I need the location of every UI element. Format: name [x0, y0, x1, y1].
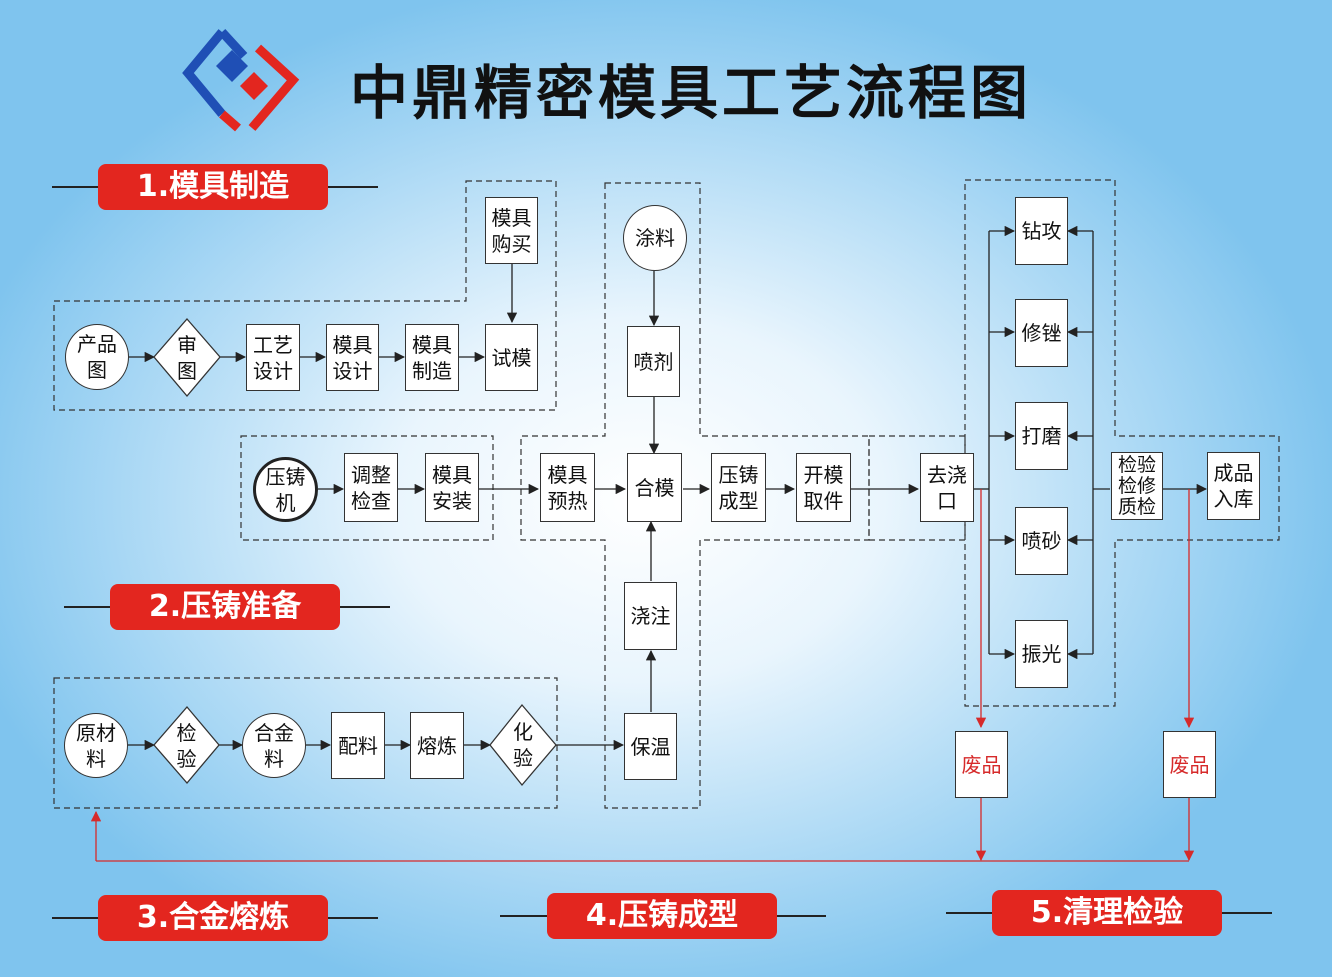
group-outlines — [53, 179, 1280, 809]
node-adjust-check: 调整 检查 — [344, 453, 398, 522]
node-trim-file: 修锉 — [1015, 299, 1068, 367]
bus-lines — [974, 231, 1110, 654]
node-mold-purchase: 模具 购买 — [485, 197, 538, 264]
section-label-cleaning-inspection: 5.清理检验 — [992, 890, 1222, 936]
node-alloy-material: 合金 料 — [242, 713, 306, 778]
node-grind: 打磨 — [1015, 402, 1068, 470]
node-process-design: 工艺 设计 — [246, 324, 300, 391]
node-inspection: 检 验 — [176, 720, 197, 771]
node-drawing-review: 审 图 — [177, 332, 197, 383]
scrap-lines — [90, 489, 1195, 862]
node-coating: 涂料 — [623, 205, 687, 271]
node-chemical-test: 化 验 — [513, 720, 533, 770]
node-mold-making: 模具 制造 — [405, 324, 459, 391]
node-scrap-2: 废品 — [1163, 731, 1216, 798]
node-mold-close: 合模 — [627, 453, 682, 522]
section-label-mold-making: 1.模具制造 — [98, 164, 328, 210]
node-die-casting-machine: 压铸 机 — [253, 457, 318, 522]
section-label-alloy-smelting: 3.合金熔炼 — [98, 895, 328, 941]
node-mold-install: 模具 安装 — [425, 453, 479, 522]
company-logo — [182, 28, 300, 132]
node-product-drawing: 产品 图 — [65, 324, 129, 390]
node-batching: 配料 — [331, 712, 385, 779]
node-spray-agent: 喷剂 — [627, 326, 680, 397]
node-drill-tap: 钻攻 — [1015, 197, 1068, 265]
node-scrap-1: 废品 — [955, 731, 1008, 798]
node-smelting: 熔炼 — [410, 712, 464, 779]
diamond-shapes — [153, 318, 557, 787]
node-finished-storage: 成品 入库 — [1207, 452, 1260, 520]
section-label-die-forming: 4.压铸成型 — [547, 893, 777, 939]
node-remove-gate: 去浇 口 — [920, 453, 974, 522]
node-open-take-part: 开模 取件 — [796, 453, 851, 522]
node-holding: 保温 — [624, 713, 677, 780]
node-raw-material: 原材 料 — [64, 713, 128, 778]
node-vibrate-polish: 振光 — [1015, 620, 1068, 688]
flow-arrows — [128, 225, 1208, 751]
node-trial-mold: 试模 — [485, 324, 538, 391]
node-inspect-repair: 检验 检修 质检 — [1111, 452, 1163, 520]
node-die-forming: 压铸 成型 — [711, 453, 766, 522]
node-mold-design: 模具 设计 — [326, 324, 379, 391]
section-label-die-casting-prep: 2.压铸准备 — [110, 584, 340, 630]
page-title: 中鼎精密模具工艺流程图 — [350, 59, 1033, 127]
node-sandblast: 喷砂 — [1015, 507, 1068, 575]
node-mold-preheat: 模具 预热 — [540, 453, 595, 522]
node-pouring: 浇注 — [624, 582, 677, 650]
